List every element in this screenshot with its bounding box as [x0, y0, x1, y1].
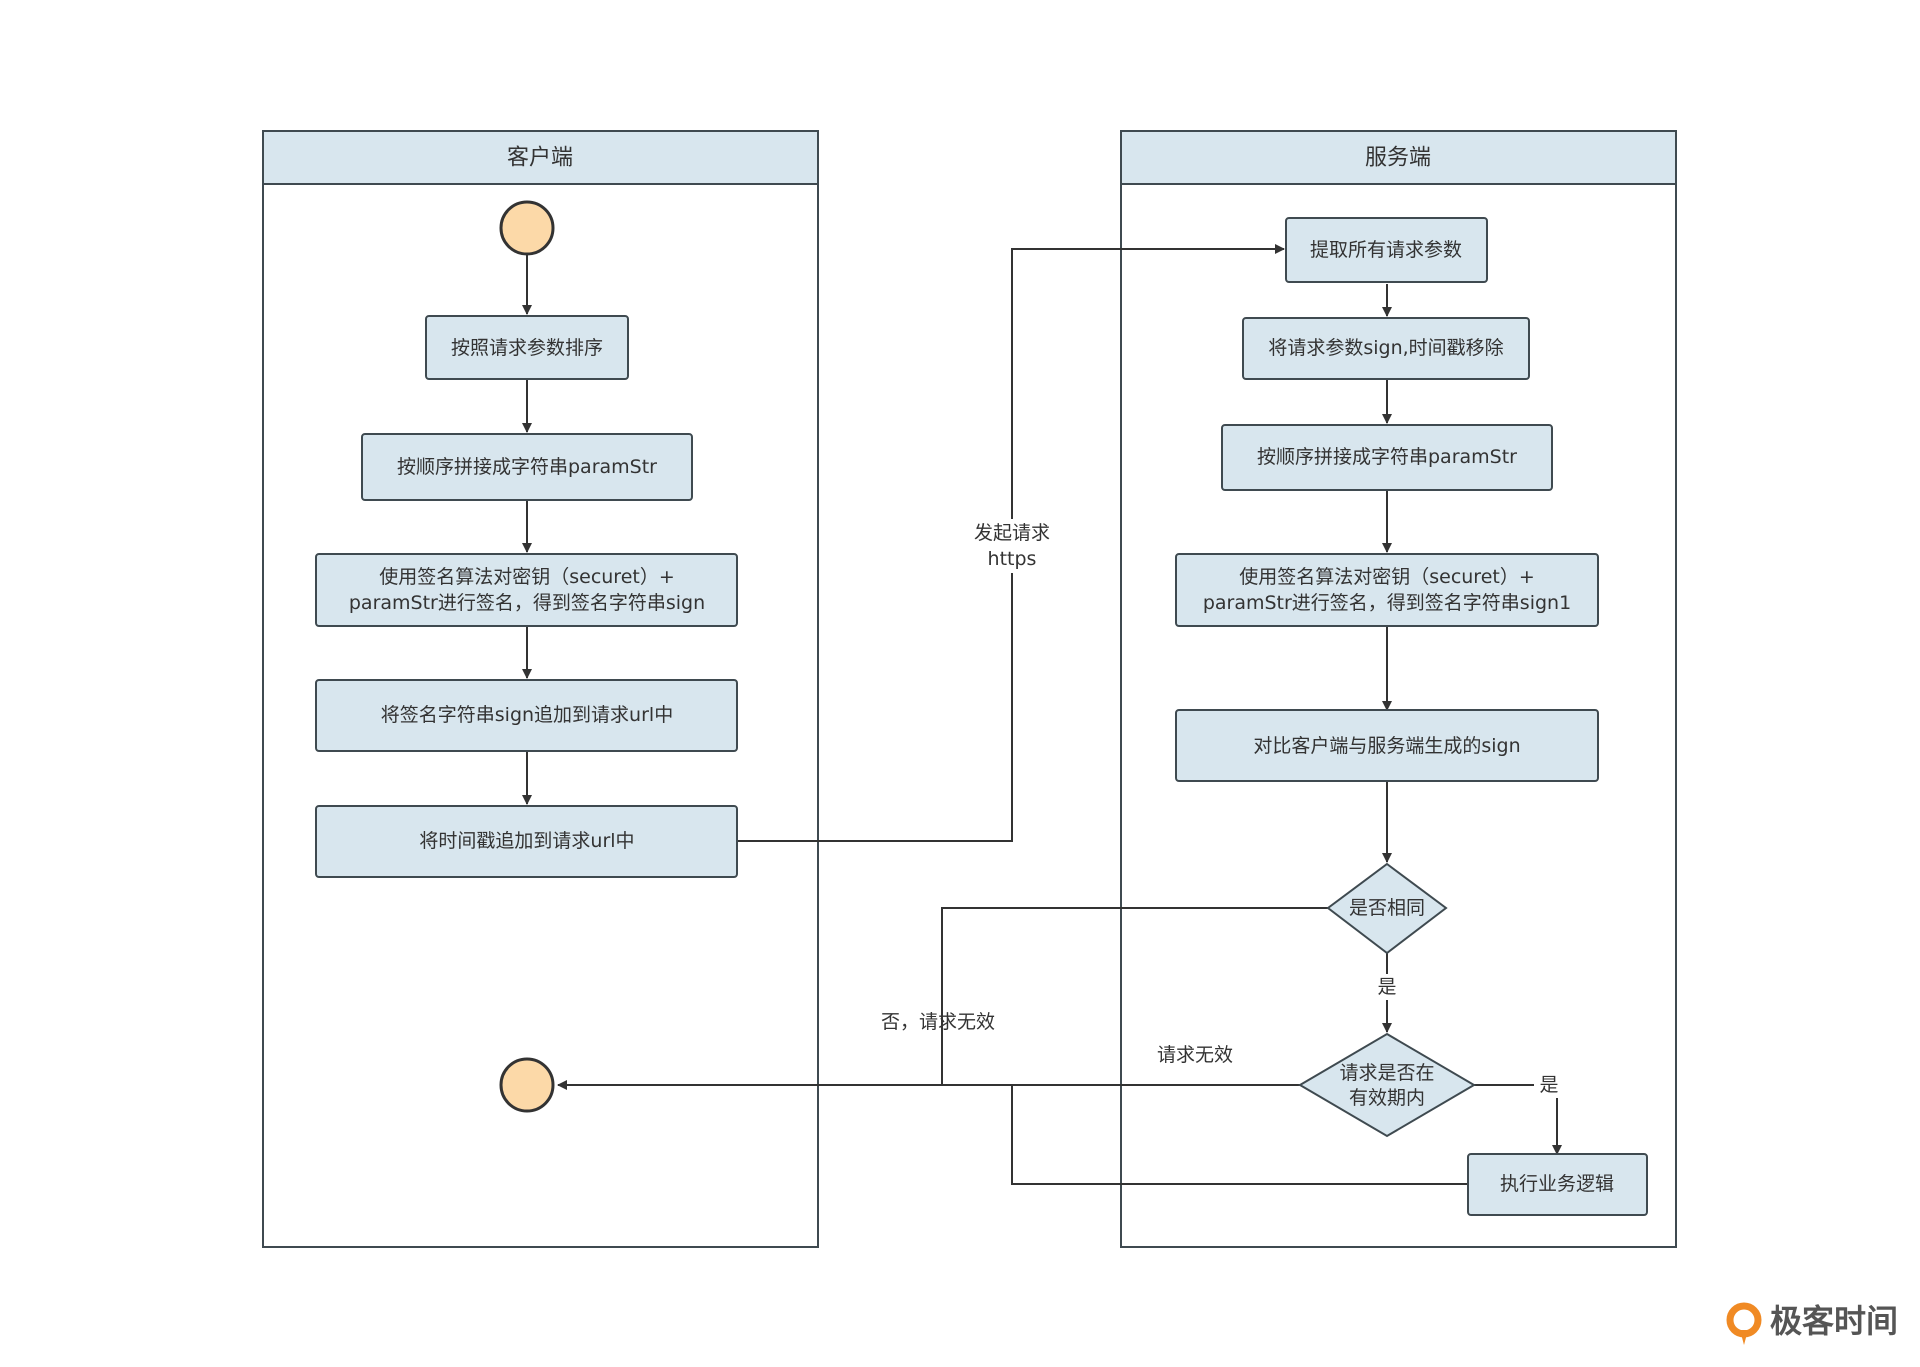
edge-execute-to-end: [1011, 1085, 1468, 1185]
decision-valid-line1: 请求是否在: [1339, 1062, 1434, 1084]
server-node-execute: 执行业务逻辑: [1467, 1153, 1648, 1216]
client-node-sign-line1: 使用签名算法对密钥（securet）+: [379, 566, 675, 588]
server-node-execute-label: 执行业务逻辑: [1500, 1173, 1614, 1195]
client-node-sign: 使用签名算法对密钥（securet）+ paramStr进行签名，得到签名字符串…: [315, 553, 738, 627]
client-node-sort-label: 按照请求参数排序: [451, 337, 603, 359]
client-node-append-timestamp: 将时间戳追加到请求url中: [315, 805, 738, 878]
server-node-sign1-line1: 使用签名算法对密钥（securet）+: [1239, 566, 1535, 588]
server-node-extract: 提取所有请求参数: [1285, 217, 1488, 283]
server-node-concat: 按顺序拼接成字符串paramStr: [1221, 424, 1553, 491]
client-node-append-timestamp-label: 将时间戳追加到请求url中: [419, 830, 634, 852]
edge-label-expired: 请求无效: [1157, 1044, 1233, 1066]
server-node-sign1: 使用签名算法对密钥（securet）+ paramStr进行签名，得到签名字符串…: [1175, 553, 1599, 627]
edge-label-valid-yes: 是: [1539, 1074, 1558, 1096]
edge-label-https: https: [988, 548, 1037, 570]
server-node-extract-label: 提取所有请求参数: [1310, 239, 1462, 261]
decision-same-label: 是否相同: [1349, 897, 1425, 919]
client-node-append-sign: 将签名字符串sign追加到请求url中: [315, 679, 738, 752]
server-node-concat-label: 按顺序拼接成字符串paramStr: [1257, 446, 1517, 468]
server-lane: 服务端: [1120, 130, 1677, 1248]
geektime-logo-text: 极客时间: [1770, 1302, 1898, 1340]
edge-label-not-same: 否，请求无效: [881, 1011, 995, 1033]
client-node-concat: 按顺序拼接成字符串paramStr: [361, 433, 693, 501]
decision-same: 是否相同: [1326, 862, 1448, 955]
edge-label-request: 发起请求: [974, 522, 1050, 544]
client-node-sort: 按照请求参数排序: [425, 315, 629, 380]
server-lane-title: 服务端: [1365, 146, 1431, 171]
server-lane-header: [1120, 130, 1677, 185]
client-lane-header: [262, 130, 819, 185]
server-node-remove: 将请求参数sign,时间戳移除: [1242, 317, 1530, 380]
server-node-remove-label: 将请求参数sign,时间戳移除: [1268, 337, 1503, 359]
decision-valid-line2: 有效期内: [1349, 1087, 1425, 1109]
end-node: [499, 1057, 555, 1113]
geektime-logo-icon: [1726, 1302, 1762, 1345]
client-node-concat-label: 按顺序拼接成字符串paramStr: [397, 456, 657, 478]
server-node-sign1-line2: paramStr进行签名，得到签名字符串sign1: [1203, 592, 1571, 614]
client-lane: 客户端: [262, 130, 819, 1248]
start-node: [499, 200, 555, 256]
client-lane-title: 客户端: [507, 146, 573, 171]
decision-valid-period: 请求是否在 有效期内: [1298, 1032, 1476, 1138]
server-node-compare-label: 对比客户端与服务端生成的sign: [1253, 735, 1520, 757]
client-node-append-sign-label: 将签名字符串sign追加到请求url中: [381, 704, 673, 726]
edge-not-same: [941, 907, 1328, 1085]
server-node-compare: 对比客户端与服务端生成的sign: [1175, 709, 1599, 782]
geektime-logo: 极客时间: [1726, 1302, 1898, 1345]
client-node-sign-line2: paramStr进行签名，得到签名字符串sign: [349, 592, 705, 614]
edge-label-same-yes: 是: [1377, 976, 1396, 998]
